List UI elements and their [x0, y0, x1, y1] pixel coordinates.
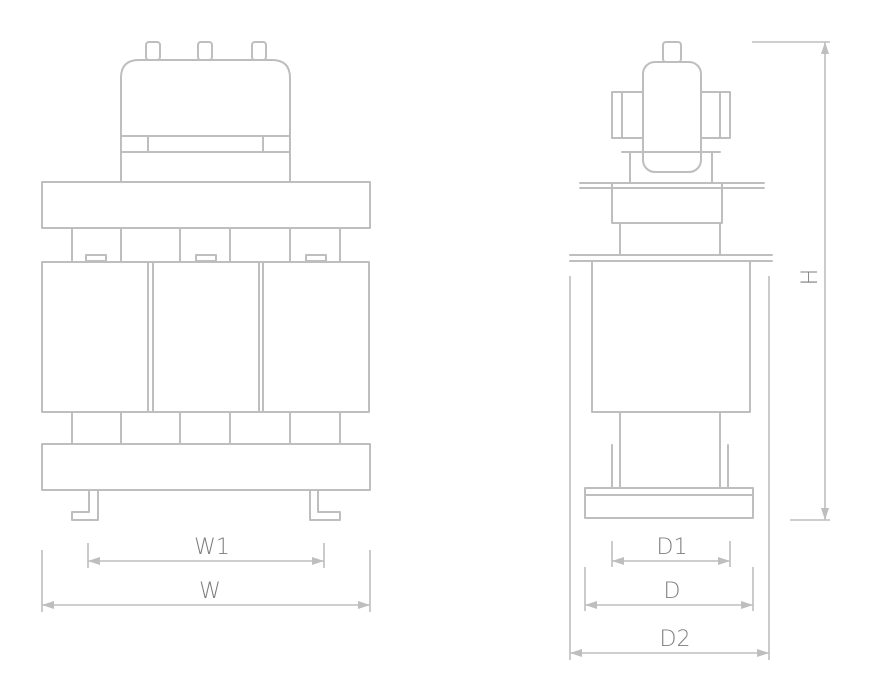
front-terminal-bushings — [145, 41, 267, 61]
label-w: W — [199, 579, 221, 604]
label-w1: W1 — [194, 535, 230, 560]
front-coils — [41, 261, 370, 413]
front-lower-yoke — [71, 411, 341, 445]
side-upper-clamp — [579, 182, 765, 224]
side-base — [584, 487, 754, 519]
dimension-d — [584, 567, 754, 611]
dimension-w — [41, 550, 371, 612]
label-d: D — [664, 579, 681, 604]
side-terminal-bushing — [662, 41, 682, 63]
front-upper-yoke — [71, 227, 341, 263]
dimension-d1 — [611, 541, 731, 567]
front-terminal-box — [120, 59, 291, 183]
label-d2: D2 — [660, 627, 691, 652]
label-h: H — [798, 269, 823, 286]
side-view — [569, 41, 773, 519]
dimension-d2 — [569, 276, 770, 660]
front-mounting-feet — [71, 489, 341, 521]
front-view — [41, 41, 371, 521]
dimension-w1 — [87, 543, 325, 568]
side-coil — [591, 260, 751, 413]
front-lower-clamp — [41, 443, 371, 491]
side-upper-core — [619, 222, 721, 256]
label-d1: D1 — [657, 535, 688, 560]
side-lower-core — [611, 411, 729, 489]
front-upper-clamp — [41, 181, 371, 229]
dimension-h — [752, 41, 830, 521]
side-terminal-box — [611, 61, 731, 184]
